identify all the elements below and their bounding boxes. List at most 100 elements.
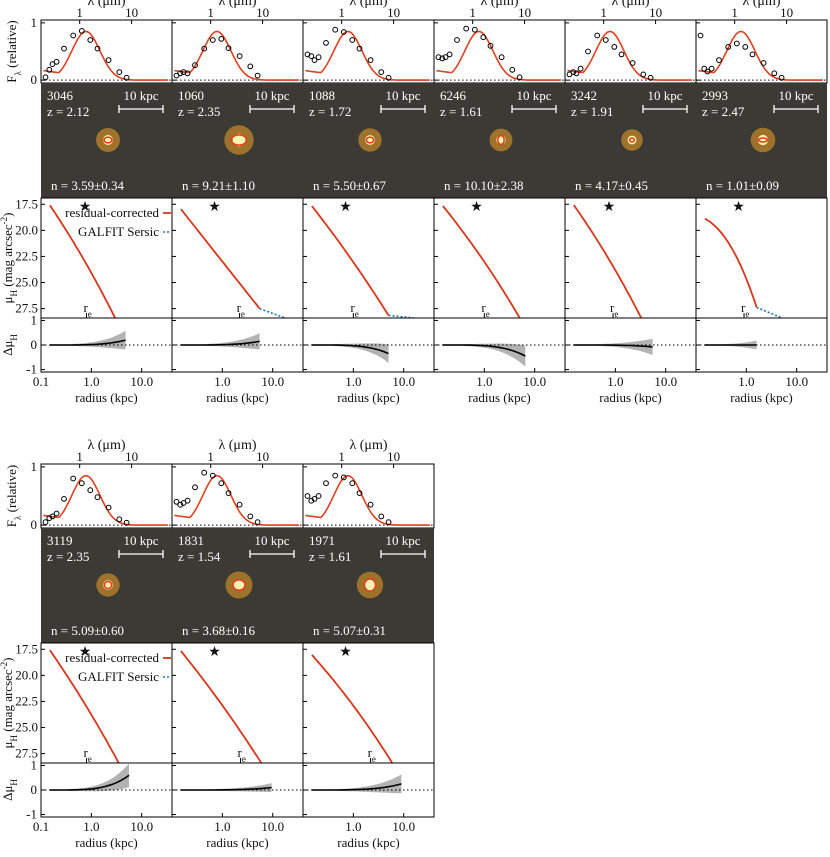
residual-x-tick-label: 10.0 [261, 374, 284, 389]
sed-data-point [594, 32, 601, 39]
sed-top-axis-label: λ (μm) [349, 0, 387, 9]
residual-x-tick-label: 1.0 [607, 374, 623, 389]
sed-data-point [184, 497, 191, 504]
sed-data-point [177, 70, 184, 77]
x-axis-title: radius (kpc) [599, 390, 661, 405]
sed-data-point [87, 37, 94, 43]
effective-radius-ellipse [232, 578, 246, 591]
profile-y-tick-label: 20.0 [15, 222, 38, 237]
legend-galfit-sersic: GALFIT Sersic [78, 224, 159, 239]
sed-top-tick-label: 10 [780, 5, 793, 20]
sed-data-point [340, 29, 347, 35]
sed-data-point [708, 65, 715, 72]
sed-data-point [742, 44, 749, 50]
sed-data-point [749, 51, 756, 58]
x-axis-title: radius (kpc) [206, 835, 268, 850]
profile-frame [433, 197, 566, 319]
galaxy-redshift: z = 1.72 [309, 104, 351, 119]
galaxy-redshift: z = 2.35 [178, 104, 220, 119]
x-axis-title: radius (kpc) [75, 390, 137, 405]
residual-y-tick-label: 1 [31, 312, 38, 327]
residual-x-tick-label: 0.1 [33, 819, 49, 834]
sed-top-tick-label: 1 [731, 5, 738, 20]
sersic-index: n = 5.07±0.31 [313, 623, 386, 638]
sed-data-point [378, 69, 385, 75]
residual-x-tick-label: 10.0 [130, 374, 153, 389]
sed-top-axis-label: λ (μm) [87, 438, 125, 453]
profile-y-axis-title: μH (mag arcsec-2) [0, 657, 19, 748]
sed-data-point [61, 45, 67, 52]
sed-model-line [436, 30, 561, 81]
residual-y-axis-title: ΔμH [0, 779, 19, 801]
psf-star-marker: ★ [79, 645, 92, 660]
profile-y-tick-label: 17.5 [15, 196, 38, 211]
sed-frame [302, 19, 435, 84]
residual-y-tick-label: 0 [31, 337, 38, 352]
sed-data-point [209, 472, 216, 479]
residual-y-tick-label: -1 [26, 807, 37, 822]
sed-data-point [78, 480, 85, 487]
sed-model-line [174, 474, 299, 526]
profile-residual-corrected-line [311, 205, 390, 316]
residual-x-tick-label: 1.0 [738, 374, 754, 389]
sed-data-point [332, 472, 339, 479]
sed-data-point [308, 53, 315, 59]
sed-y-axis-title: Fλ (relative) [4, 465, 23, 528]
psf-star-marker: ★ [732, 200, 745, 215]
sersic-index: n = 5.50±0.67 [313, 178, 386, 193]
sed-data-point [356, 45, 363, 52]
sed-data-point [573, 70, 580, 77]
galaxy-redshift: z = 1.91 [571, 104, 613, 119]
sed-frame [40, 19, 173, 84]
legend-residual-corrected: residual-corrected [65, 650, 159, 665]
profile-frame [564, 197, 697, 319]
sed-data-point [70, 32, 77, 39]
profile-y-tick-label: 25.0 [15, 720, 38, 735]
sed-data-point [435, 54, 442, 61]
sed-data-point [585, 48, 591, 55]
sed-data-point [116, 516, 123, 523]
sed-top-tick-label: 1 [469, 5, 476, 20]
sed-data-point [49, 513, 56, 520]
profile-y-tick-label: 22.5 [15, 248, 38, 263]
scale-bar-label: 10 kpc [254, 533, 289, 548]
effective-radius-label: re [83, 300, 91, 319]
sed-model-line [43, 30, 168, 81]
residual-x-tick-label: 10.0 [392, 819, 415, 834]
profile-galfit-sersic-line [756, 306, 783, 319]
residual-x-tick-label: 1.0 [83, 374, 99, 389]
sed-data-point [349, 480, 356, 487]
residual-line [180, 786, 272, 791]
sed-data-point [192, 484, 198, 491]
galaxy-core [757, 134, 769, 146]
legend-galfit-sersic: GALFIT Sersic [78, 669, 159, 684]
sed-data-point [480, 34, 487, 41]
effective-radius-label: re [237, 300, 245, 319]
sed-data-point [209, 37, 216, 43]
sed-data-point [87, 487, 94, 494]
residual-x-tick-label: 10.0 [785, 374, 808, 389]
sed-data-point [378, 513, 385, 520]
sed-data-point [760, 60, 767, 66]
sed-data-point [218, 36, 225, 42]
effective-radius-label: re [238, 745, 246, 764]
x-axis-title: radius (kpc) [468, 390, 530, 405]
x-axis-title: radius (kpc) [337, 390, 399, 405]
sed-top-tick-label: 1 [76, 449, 83, 464]
effective-radius-ellipse [365, 136, 375, 144]
profile-y-tick-label: 27.5 [15, 746, 38, 761]
sed-frame [171, 19, 304, 84]
effective-radius-ellipse [103, 580, 113, 590]
profile-y-tick-label: 20.0 [15, 667, 38, 682]
profile-frame [695, 197, 828, 319]
effective-radius-ellipse [496, 134, 505, 146]
sed-data-point [647, 74, 654, 81]
sersic-index: n = 3.59±0.34 [51, 178, 124, 193]
sed-frame [171, 463, 304, 529]
sed-data-point [385, 519, 392, 526]
galaxy-core [364, 579, 376, 591]
